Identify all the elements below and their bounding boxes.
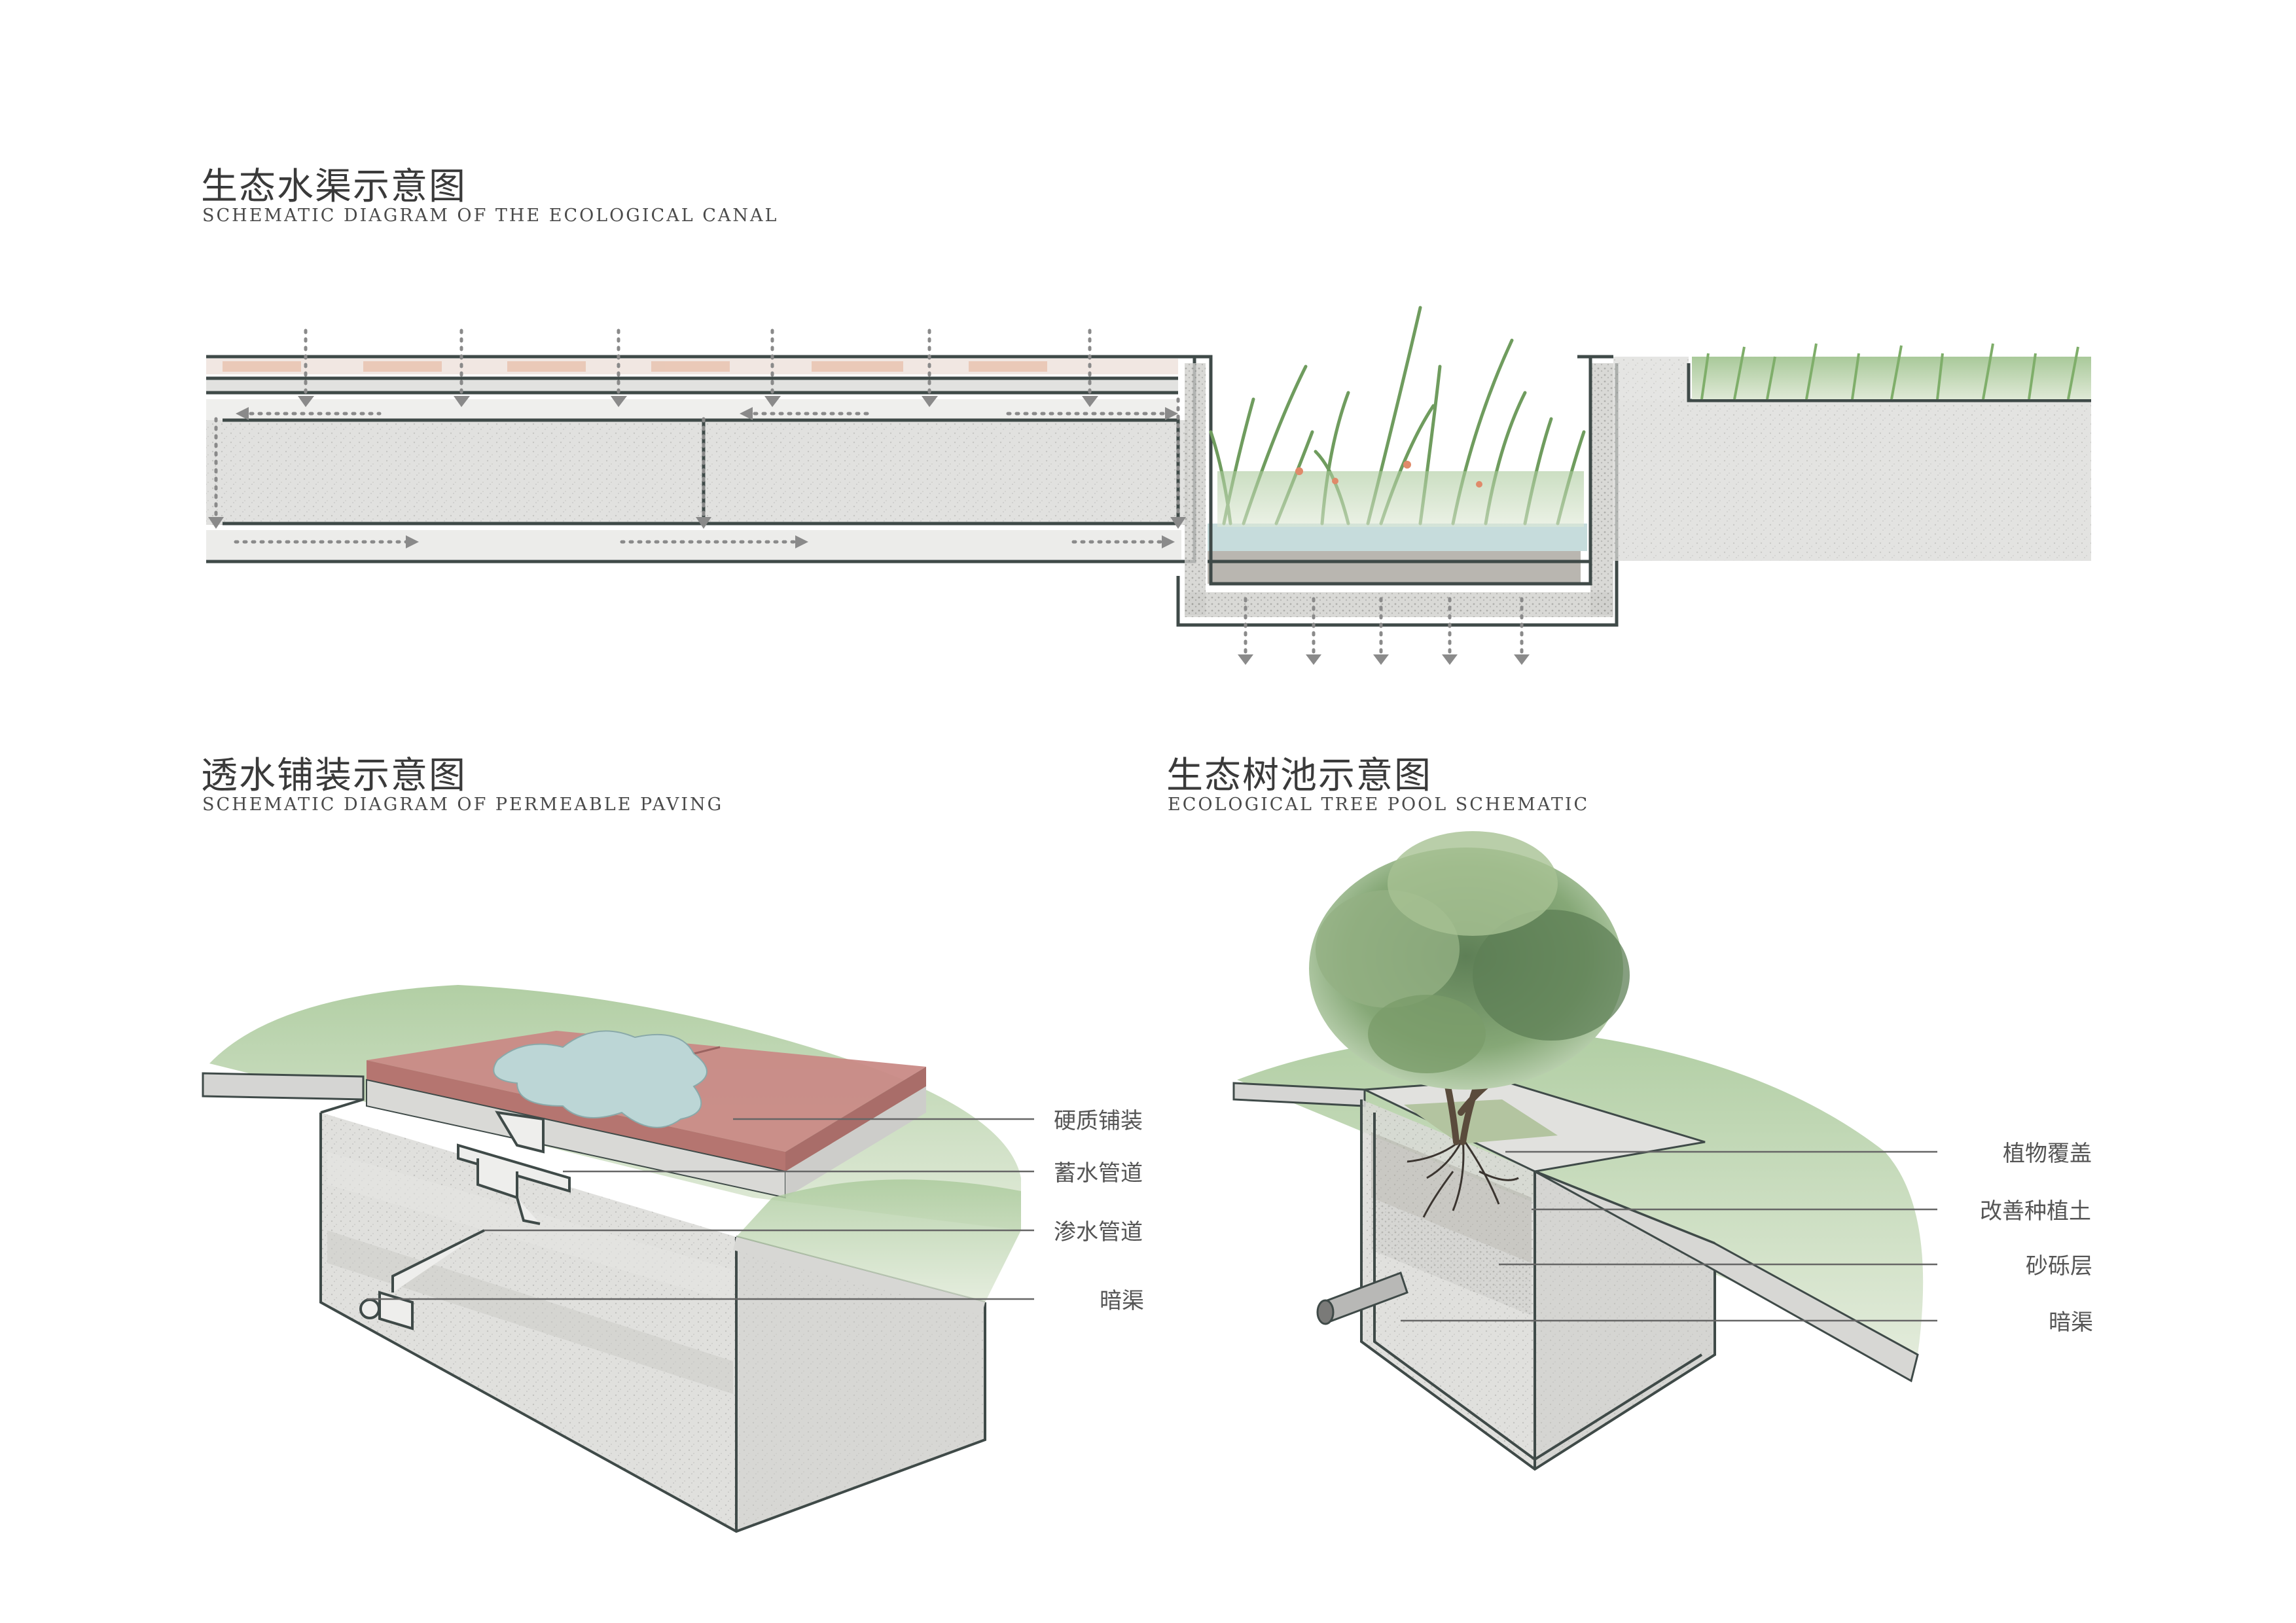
canal-concrete-layer [206,420,1188,525]
paving-label-hard-paving: 硬质铺装 [1054,1108,1143,1134]
tree-pool-leader-lines [1401,1150,1937,1322]
tree-pool-gravel [1371,1198,1532,1315]
tree-pool-drain-pipe [1316,1272,1408,1325]
canal-title: 生态水渠示意图 [201,166,467,208]
canal-water [1208,524,1587,551]
tree-crown [1309,831,1630,1090]
tree-pool-label-plant-cover: 植物覆盖 [2003,1141,2092,1167]
paving-leader-lines [367,1118,1034,1300]
paving-section: 硬质铺装 蓄水管道 渗水管道 暗渠 [202,985,1144,1533]
paving-label-culvert: 暗渠 [1100,1288,1144,1314]
tree-pool-section: 植物覆盖 改善种植土 砂砾层 暗渠 [1232,831,2093,1471]
tree-pool-label-gravel: 砂砾层 [2026,1253,2092,1279]
paving-puddle [493,1030,708,1128]
canal-flow-arrows [214,329,1524,660]
canal-soil-bed [1208,551,1581,584]
canal-section [206,306,2091,665]
tree-pool-label-soil: 改善种植土 [1980,1198,2091,1224]
tree-pool-title: 生态树池示意图 [1166,755,1432,797]
canal-subtitle: SCHEMATIC DIAGRAM OF THE ECOLOGICAL CANA… [202,205,779,226]
paving-label-seepage-pipe: 渗水管道 [1054,1219,1143,1245]
paving-title: 透水铺装示意图 [201,755,467,797]
tree-pool-box-front [1361,1099,1535,1469]
paving-subtitle: SCHEMATIC DIAGRAM OF PERMEABLE PAVING [202,794,724,815]
paving-pipes [359,1111,571,1330]
tree-pool-label-culvert: 暗渠 [2049,1310,2093,1336]
canal-lawn-block [1613,401,2091,561]
tree-pool-subtitle: ECOLOGICAL TREE POOL SCHEMATIC [1168,794,1590,815]
tree-pool-opening [1404,1099,1558,1144]
paving-label-storage-pipe: 蓄水管道 [1054,1160,1143,1186]
tree-pool-soil [1371,1132,1532,1263]
